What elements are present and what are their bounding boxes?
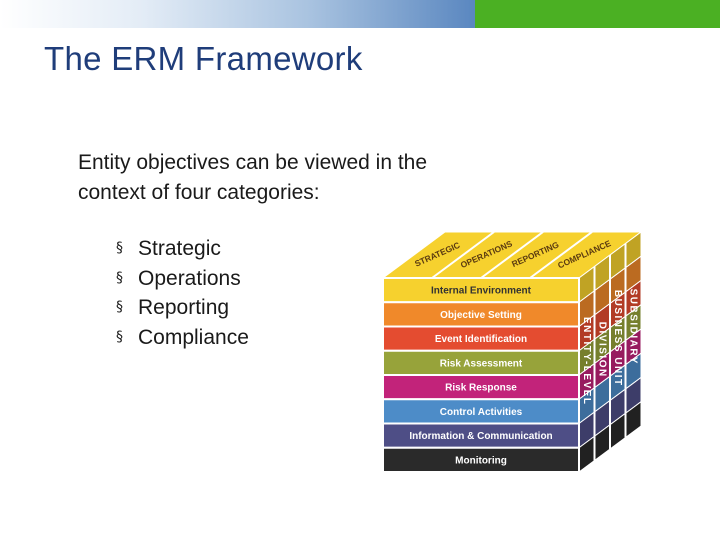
cube-layer-objective-setting [383, 301, 580, 328]
cube-layer-label: Control Activities [440, 407, 523, 418]
bullet-item-compliance: § Compliance [116, 323, 249, 353]
category-bullet-list: § Strategic § Operations § Reporting § Compl… [116, 234, 249, 352]
bullet-label: Operations [138, 266, 241, 290]
cube-layer-internal-environment [383, 277, 580, 304]
bullet-item-operations: § Operations [116, 264, 249, 294]
bullet-label: Compliance [138, 325, 249, 349]
cube-layer-label: Monitoring [455, 455, 507, 466]
cube-layer-label: Objective Setting [440, 310, 522, 321]
slide-title: The ERM Framework [44, 40, 363, 77]
cube-layer-label: Risk Response [445, 383, 517, 394]
bullet-marker: § [116, 299, 123, 315]
bullet-marker: § [116, 328, 123, 345]
cube-layer-label: Risk Assessment [440, 358, 523, 369]
header-gradient-band [0, 0, 475, 28]
cube-side-label-business-unit: BUSINESS UNIT [612, 290, 623, 387]
erm-cube-svg: STRATEGICOPERATIONSREPORTINGCOMPLIANCEEN… [383, 232, 642, 473]
cube-top-divider [431, 232, 495, 279]
slide-header-bar [0, 0, 720, 28]
cube-top-divider [529, 232, 593, 279]
bullet-label: Reporting [138, 296, 230, 319]
bullet-item-strategic: § Strategic [116, 234, 249, 264]
cube-layer-monitoring [383, 446, 580, 473]
bullet-item-reporting: § Reporting [116, 293, 249, 323]
bullet-marker: § [116, 269, 123, 286]
bullet-marker: § [116, 240, 123, 256]
intro-text: Entity objectives can be viewed in the c… [78, 151, 428, 204]
bullet-label: Strategic [138, 237, 221, 260]
cube-layer-label: Information & Communication [409, 431, 552, 442]
cube-top-divider [480, 232, 544, 279]
cube-layer-label: Event Identification [435, 334, 527, 345]
cube-side-label-subsidiary: SUBSIDIARY [628, 289, 639, 365]
cube-side-label-entity-level: ENTITY-LEVEL [581, 317, 592, 406]
cube-layer-event-identification [383, 325, 580, 352]
cube-layer-label: Internal Environment [431, 286, 532, 297]
cube-side-label-division: DIVISION [597, 322, 608, 378]
header-green-band [475, 0, 720, 28]
